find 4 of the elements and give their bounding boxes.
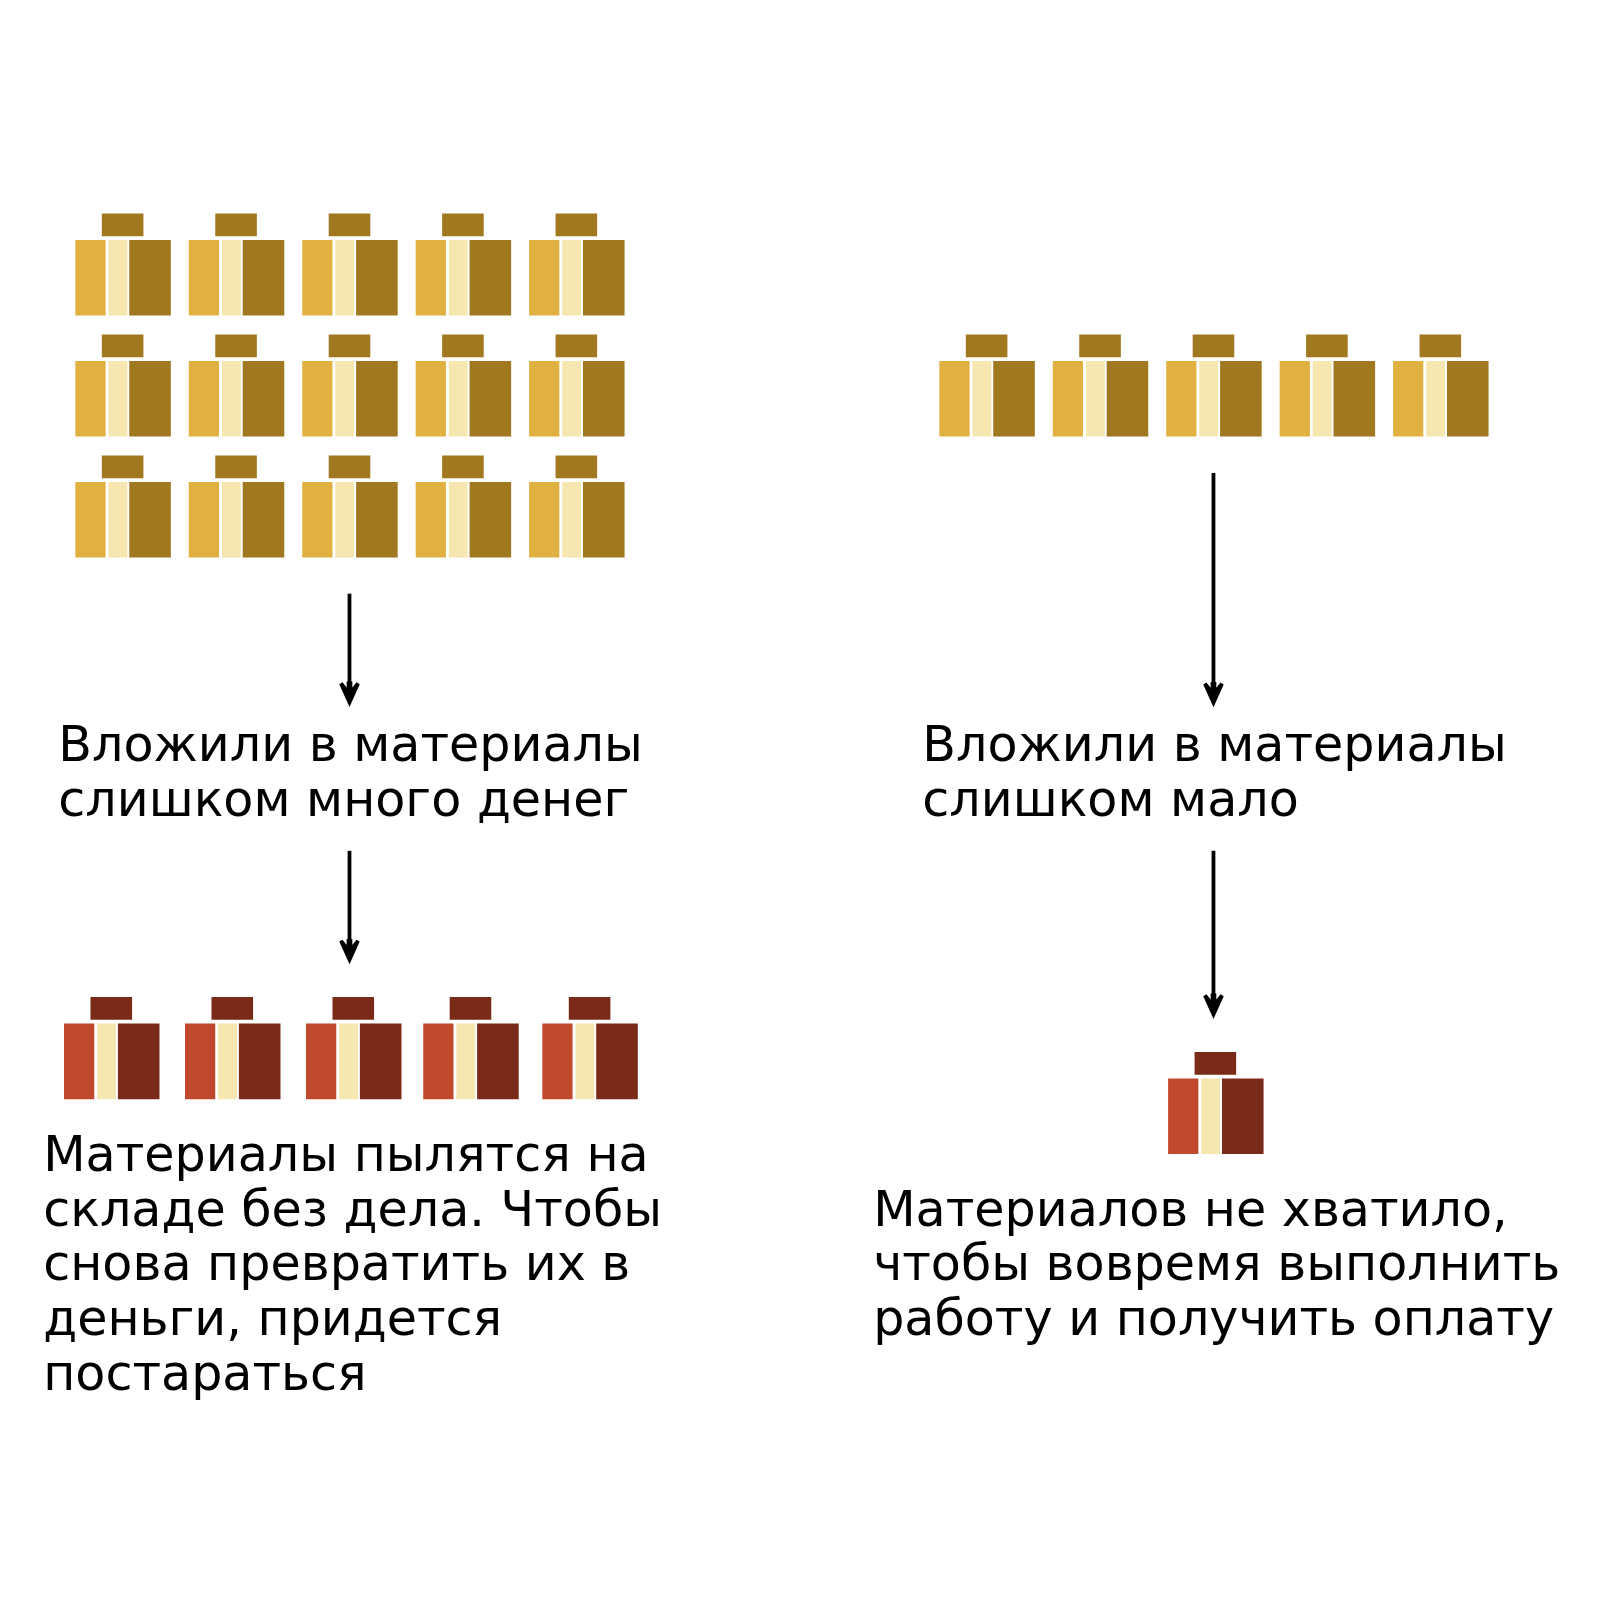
node-text: Вложили в материалы слишком мало (922, 714, 1507, 828)
node-label: Материалы пылятся на складе без дела. Чтобы снова превратить их в деньги, придется постараться (43, 1124, 663, 1402)
node-label: Материалов не хватило, чтобы вовремя выполнить работу и получить оплату (873, 1179, 1561, 1347)
node-text: Вложили в материалы слишком много денег (58, 714, 643, 828)
